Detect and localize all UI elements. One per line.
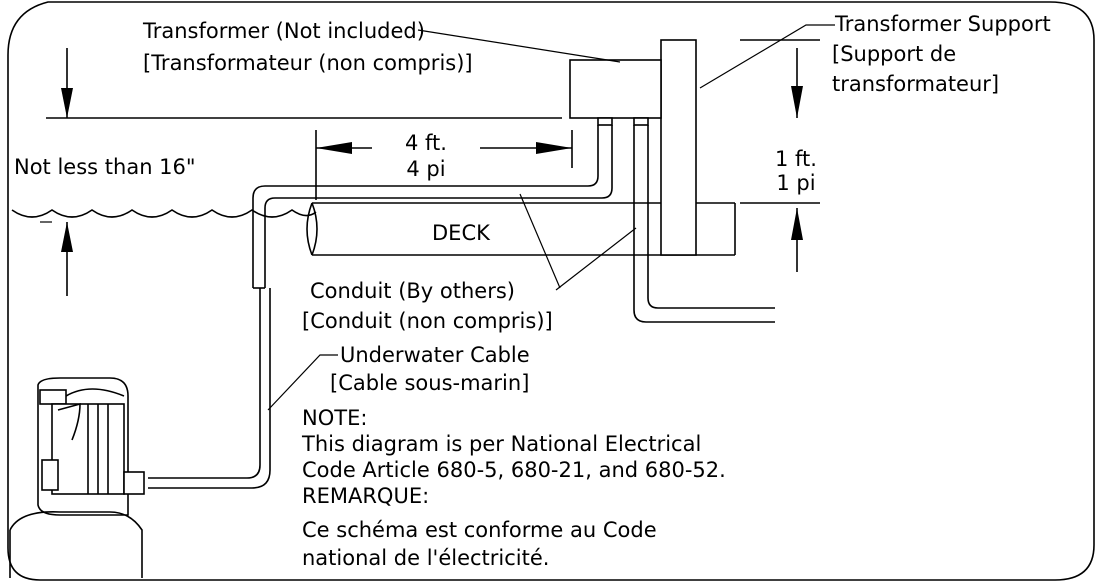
support-label-fr-1: [Support de (832, 42, 956, 66)
dim-1ft-label: 1 ft. (775, 147, 817, 171)
water-surface (11, 209, 317, 218)
underwater-cable (148, 288, 271, 489)
conduit (252, 125, 613, 289)
note-line-3: Code Article 680-5, 680-21, and 680-52. (302, 458, 726, 482)
dimension-1ft (740, 39, 820, 272)
dim-1pi-label: 1 pi (776, 171, 815, 195)
depth-label: Not less than 16" (14, 155, 196, 179)
conduit-label-en: Conduit (By others) (310, 279, 515, 303)
transformer-label-en: Transformer (Not included) (142, 19, 425, 43)
dimension-16in (40, 48, 73, 296)
transformer-support-post (660, 39, 697, 256)
note-line-2: This diagram is per National Electrical (301, 432, 701, 456)
cable-label-fr: [Cable sous-marin] (330, 371, 529, 395)
support-label-en: Transformer Support (834, 12, 1051, 36)
dim-4pi-label: 4 pi (406, 157, 445, 181)
transformer-box (569, 59, 662, 119)
cable-label-en: Underwater Cable (340, 343, 530, 367)
support-label-fr-2: transformateur] (832, 72, 999, 96)
light-fixture (9, 377, 145, 578)
note-line-1: NOTE: (302, 406, 367, 430)
leader-lines (267, 24, 835, 411)
note-line-6: national de l'électricité. (302, 546, 549, 570)
note-line-4: REMARQUE: (302, 484, 429, 508)
note-line-5: Ce schéma est conforme au Code (302, 518, 657, 542)
diagram-frame (7, 1, 1095, 581)
transformer-label-fr: [Transformateur (non compris)] (143, 51, 473, 75)
dim-4ft-label: 4 ft. (405, 131, 447, 155)
deck-label: DECK (432, 221, 491, 245)
conduit-label-fr: [Conduit (non compris)] (302, 309, 553, 333)
conduit-right (633, 125, 775, 323)
dimension-4ft (315, 130, 573, 200)
